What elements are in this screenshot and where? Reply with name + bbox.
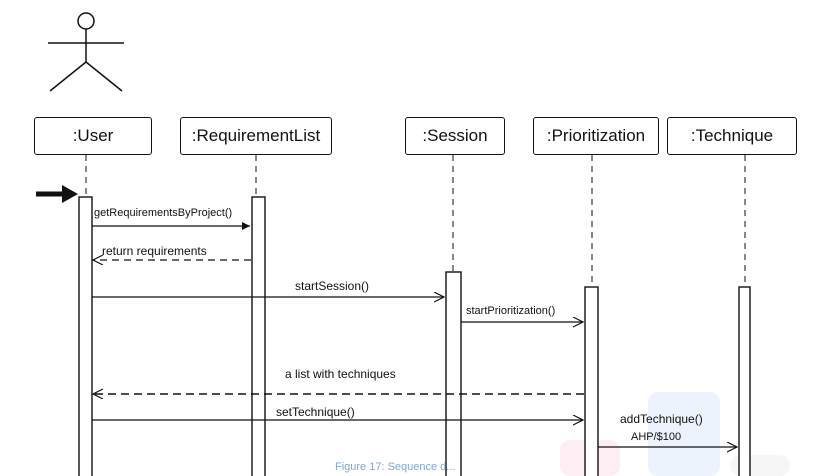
activation-bar-session: [445, 271, 462, 476]
activation-bar-requirementlist: [251, 196, 266, 476]
lifeline-box-prioritization: :Prioritization: [533, 117, 659, 155]
message-label-settechnique: setTechnique(): [276, 405, 355, 419]
lifeline-label-requirementlist: :RequirementList: [191, 126, 321, 145]
initial-arrow: [36, 185, 78, 203]
message-label-startsession: startSession(): [295, 279, 370, 293]
lifeline-label-prioritization: :Prioritization: [546, 126, 646, 145]
message-label-getrequirements: getRequirementsByProject(): [94, 207, 233, 219]
activation-bar-technique: [738, 286, 751, 476]
lifeline-label-session: :Session: [422, 126, 488, 145]
lifeline-box-session: :Session: [405, 117, 505, 155]
message-label-return-requirements: return requirements: [102, 244, 207, 258]
message-label-startprioritization: startPrioritization(): [466, 305, 556, 317]
message-label-ahp-argument: AHP/$100: [631, 431, 682, 443]
activation-bar-user: [78, 196, 93, 476]
actor-stick-figure: [48, 12, 124, 92]
lifeline-box-technique: :Technique: [667, 117, 797, 155]
message-label-addtechnique: addTechnique(): [620, 412, 703, 426]
message-label-techniques-list: a list with techniques: [285, 367, 396, 381]
lifeline-label-user: :User: [72, 126, 114, 145]
lifeline-label-technique: :Technique: [690, 126, 774, 145]
lifeline-box-user: :User: [34, 117, 152, 155]
watermark-blue-shape: [648, 392, 720, 476]
figure-caption: Figure 17: Sequence d...: [335, 461, 456, 473]
activation-bar-prioritization: [584, 286, 599, 476]
lifeline-box-requirementlist: :RequirementList: [180, 117, 332, 155]
